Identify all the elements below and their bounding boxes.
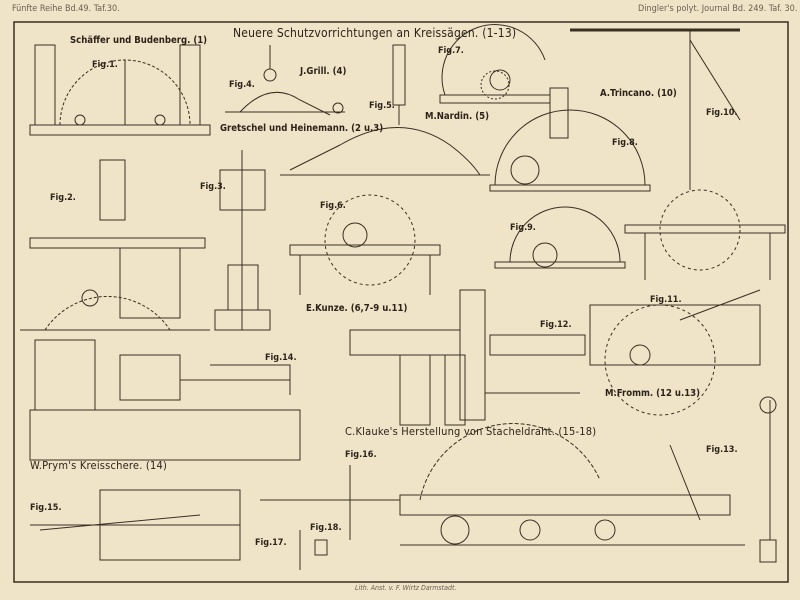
maker-schaeffer: Schäffer und Budenberg. (1) [70, 35, 208, 46]
fig13-drawing [399, 396, 777, 563]
fig14-label: Fig.14. [265, 353, 297, 363]
fig11-label: Fig.11. [650, 295, 682, 305]
fig9-label: Fig.9. [510, 223, 536, 233]
fig5-label: Fig.5. [369, 101, 395, 111]
fig17-label: Fig.17. [255, 538, 287, 548]
fig5-drawing [280, 44, 490, 176]
fig11-drawing [589, 289, 761, 416]
maker-nardin: M.Nardin. (5) [425, 111, 489, 122]
fig8-drawing [489, 87, 651, 192]
fig2-label: Fig.2. [50, 193, 76, 203]
maker-trincano: A.Trincano. (10) [600, 88, 677, 99]
maker-fromm: M.Fromm. (12 u.13) [605, 388, 701, 399]
fig8-label: Fig.8. [612, 138, 638, 148]
fig7-label: Fig.7. [438, 46, 464, 56]
fig16-label: Fig.16. [345, 450, 377, 460]
fig12-drawing [349, 289, 586, 426]
fig10-drawing [570, 28, 786, 280]
maker-gretschel: Gretschel und Heinemann. (2 u.3) [220, 123, 384, 134]
fig12-label: Fig.12. [540, 320, 572, 330]
fig15-drawing [30, 489, 241, 561]
maker-prym: W.Prym's Kreisschere. (14) [30, 459, 168, 472]
fig1-label: Fig.1. [92, 60, 118, 70]
maker-klauke: C.Klauke's Herstellung von Stacheldraht.… [345, 425, 597, 438]
fig1-drawing [29, 44, 211, 136]
fig16-18-drawing [260, 465, 400, 570]
fig18-label: Fig.18. [310, 523, 342, 533]
plate-header-right: Dingler's polyt. Journal Bd. 249. Taf. 3… [638, 4, 798, 14]
fig4-label: Fig.4. [229, 80, 255, 90]
lithographer-imprint: Lith. Anst. v. F. Wirtz Darmstadt. [355, 584, 457, 592]
fig13-label: Fig.13. [706, 445, 738, 455]
fig14-drawing [29, 339, 301, 461]
fig2-drawing [20, 159, 210, 331]
fig3-label: Fig.3. [200, 182, 226, 192]
plate-frame [13, 21, 789, 583]
fig6-drawing [289, 194, 441, 295]
fig9-drawing [494, 206, 626, 269]
fig4-drawing [225, 45, 345, 116]
plate-title: Neuere Schutzvorrichtungen an Kreissägen… [233, 26, 517, 40]
fig10-label: Fig.10. [706, 108, 738, 118]
fig6-label: Fig.6. [320, 201, 346, 211]
maker-kunze: E.Kunze. (6,7-9 u.11) [306, 303, 408, 314]
fig3-drawing [214, 150, 271, 331]
fig15-label: Fig.15. [30, 503, 62, 513]
plate-header-left: Fünfte Reihe Bd.49. Taf.30. [12, 4, 120, 14]
maker-grill: J.Grill. (4) [300, 66, 347, 77]
